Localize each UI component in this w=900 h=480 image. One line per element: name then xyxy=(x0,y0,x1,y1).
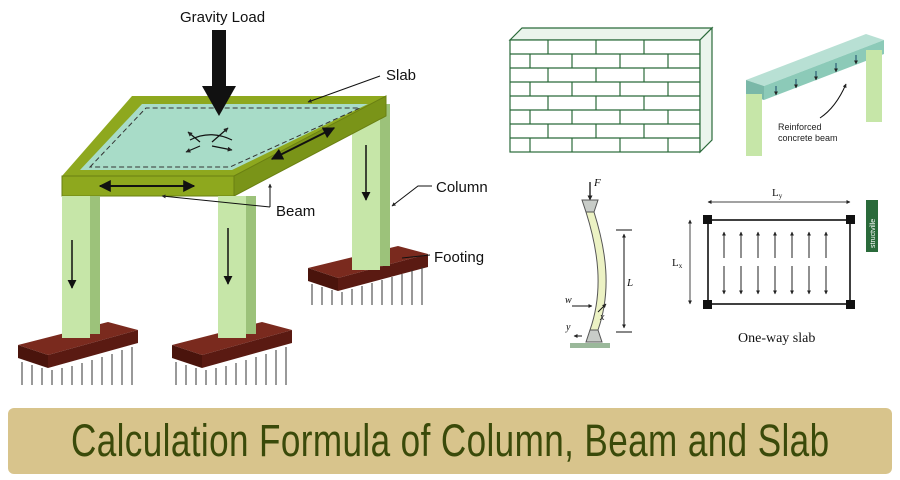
soil-pressure-arrows xyxy=(21,267,423,385)
column-buckling-illustration: F L w x y xyxy=(565,177,633,348)
span-x-label: Ly xyxy=(772,187,783,200)
leader-lines xyxy=(161,75,432,259)
x-axis-label: x xyxy=(599,312,605,323)
illustration-svg: Gravity Load Slab Column Beam Footing xyxy=(18,9,884,385)
column-back-right xyxy=(352,104,390,270)
one-way-slab-caption: One-way slab xyxy=(738,331,815,346)
beam-label: Beam xyxy=(276,203,315,220)
footing-label: Footing xyxy=(434,249,484,266)
slab-load-arrows-icon xyxy=(185,127,233,153)
deflection-label: w xyxy=(565,295,572,306)
column-front-right xyxy=(218,196,256,338)
banner-title: Calculation Formula of Column, Beam and … xyxy=(70,415,830,466)
watermark-text: structville xyxy=(870,219,877,248)
brick-wall-illustration xyxy=(508,26,714,154)
beam-caption-line2: concrete beam xyxy=(778,133,838,143)
footing-front-right xyxy=(172,322,292,368)
column-label: Column xyxy=(436,179,488,196)
frame-structure: Gravity Load Slab Column Beam Footing xyxy=(18,9,488,385)
footing-front-left xyxy=(18,322,138,368)
y-axis-label: y xyxy=(565,322,571,333)
gravity-load-label: Gravity Load xyxy=(180,9,265,26)
slab-label: Slab xyxy=(386,67,416,84)
title-banner: Calculation Formula of Column, Beam and … xyxy=(8,408,892,474)
length-label: L xyxy=(626,277,633,289)
slab xyxy=(61,95,387,197)
force-label: F xyxy=(593,177,601,189)
watermark: structville xyxy=(866,200,878,252)
gravity-load-arrow-icon xyxy=(202,30,236,116)
column-front-left xyxy=(62,196,100,338)
span-y-label: Lx xyxy=(672,257,683,270)
one-way-slab-illustration: Ly Lx One-way slab xyxy=(672,187,855,346)
portal-beam-illustration: Reinforced concrete beam xyxy=(746,34,884,156)
beam-caption-line1: Reinforced xyxy=(778,122,822,132)
